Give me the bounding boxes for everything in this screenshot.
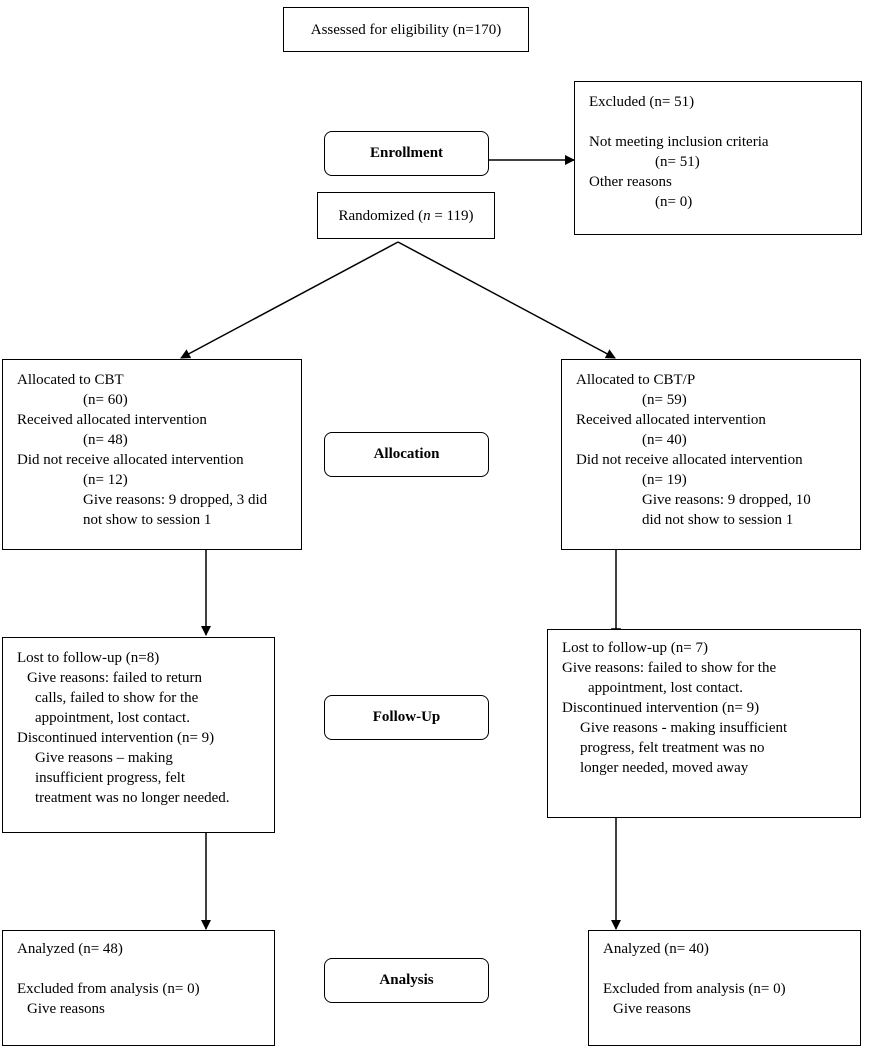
right-excluded-analysis: Excluded from analysis (n= 0) [603, 981, 786, 997]
right-received: Received allocated intervention [576, 412, 766, 428]
left-received-count: (n= 48) [83, 432, 128, 448]
right-allocation-box: Allocated to CBT/P (n= 59) Received allo… [561, 359, 861, 550]
stage-label-allocation: Allocation [324, 432, 489, 477]
left-allocation-box: Allocated to CBT (n= 60) Received alloca… [2, 359, 302, 550]
arrow-randomized-to-left-allocation [180, 241, 399, 359]
randomized-text: Randomized (n = 119) [338, 207, 474, 224]
left-disc-reason-3: treatment was no longer needed. [35, 790, 230, 806]
right-allocated: Allocated to CBT/P [576, 372, 696, 388]
excluded-spacer [589, 112, 861, 132]
left-allocation-reasons-2: not show to session 1 [83, 512, 212, 528]
left-lost-reason-3: appointment, lost contact. [35, 710, 190, 726]
assessed-text: Assessed for eligibility (n=170) [310, 21, 502, 38]
right-followup-box: Lost to follow-up (n= 7) Give reasons: f… [547, 629, 861, 818]
right-analysis-reasons: Give reasons [613, 1001, 691, 1017]
left-analysis-spacer [17, 959, 274, 979]
left-analysis-box: Analyzed (n= 48) Excluded from analysis … [2, 930, 275, 1046]
left-lost-reason-1: Give reasons: failed to return [27, 670, 202, 686]
excluded-title: Excluded (n= 51) [589, 94, 695, 110]
excluded-other-count: (n= 0) [655, 194, 693, 210]
stage-label-followup: Follow-Up [324, 695, 489, 740]
stage-label-analysis: Analysis [324, 958, 489, 1003]
randomized-box: Randomized (n = 119) [317, 192, 495, 239]
left-received: Received allocated intervention [17, 412, 207, 428]
right-discontinued: Discontinued intervention (n= 9) [562, 700, 760, 716]
right-not-received-count: (n= 19) [642, 472, 687, 488]
right-allocation-reasons-1: Give reasons: 9 dropped, 10 [642, 492, 811, 508]
arrow-randomized-to-right-allocation [397, 241, 616, 359]
left-disc-reason-2: insufficient progress, felt [35, 770, 186, 786]
left-disc-reason-1: Give reasons – making [35, 750, 173, 766]
stage-label-enrollment: Enrollment [324, 131, 489, 176]
left-analyzed: Analyzed (n= 48) [17, 941, 123, 957]
right-analysis-box: Analyzed (n= 40) Excluded from analysis … [588, 930, 861, 1046]
excluded-box: Excluded (n= 51) Not meeting inclusion c… [574, 81, 862, 235]
right-received-count: (n= 40) [642, 432, 687, 448]
left-not-received: Did not receive allocated intervention [17, 452, 244, 468]
right-lost-reason-1: Give reasons: failed to show for the [562, 660, 777, 676]
right-disc-reason-2: progress, felt treatment was no [580, 740, 765, 756]
right-disc-reason-3: longer needed, moved away [580, 760, 749, 776]
excluded-not-meeting: Not meeting inclusion criteria [589, 134, 769, 150]
left-lost: Lost to follow-up (n=8) [17, 650, 160, 666]
right-not-received: Did not receive allocated intervention [576, 452, 803, 468]
right-disc-reason-1: Give reasons - making insufficient [580, 720, 788, 736]
right-analyzed: Analyzed (n= 40) [603, 941, 709, 957]
left-followup-box: Lost to follow-up (n=8) Give reasons: fa… [2, 637, 275, 833]
left-discontinued: Discontinued intervention (n= 9) [17, 730, 215, 746]
left-excluded-analysis: Excluded from analysis (n= 0) [17, 981, 200, 997]
left-lost-reason-2: calls, failed to show for the [35, 690, 199, 706]
left-allocated: Allocated to CBT [17, 372, 124, 388]
right-allocated-count: (n= 59) [642, 392, 687, 408]
left-analysis-reasons: Give reasons [27, 1001, 105, 1017]
left-allocated-count: (n= 60) [83, 392, 128, 408]
randomized-n-italic: n [423, 207, 431, 224]
right-lost: Lost to follow-up (n= 7) [562, 640, 708, 656]
right-lost-reason-2: appointment, lost contact. [588, 680, 743, 696]
excluded-other: Other reasons [589, 174, 672, 190]
right-analysis-spacer [603, 959, 860, 979]
left-allocation-reasons-1: Give reasons: 9 dropped, 3 did [83, 492, 268, 508]
right-allocation-reasons-2: did not show to session 1 [642, 512, 794, 528]
assessed-box: Assessed for eligibility (n=170) [283, 7, 529, 52]
left-not-received-count: (n= 12) [83, 472, 128, 488]
excluded-not-meeting-count: (n= 51) [655, 154, 700, 170]
